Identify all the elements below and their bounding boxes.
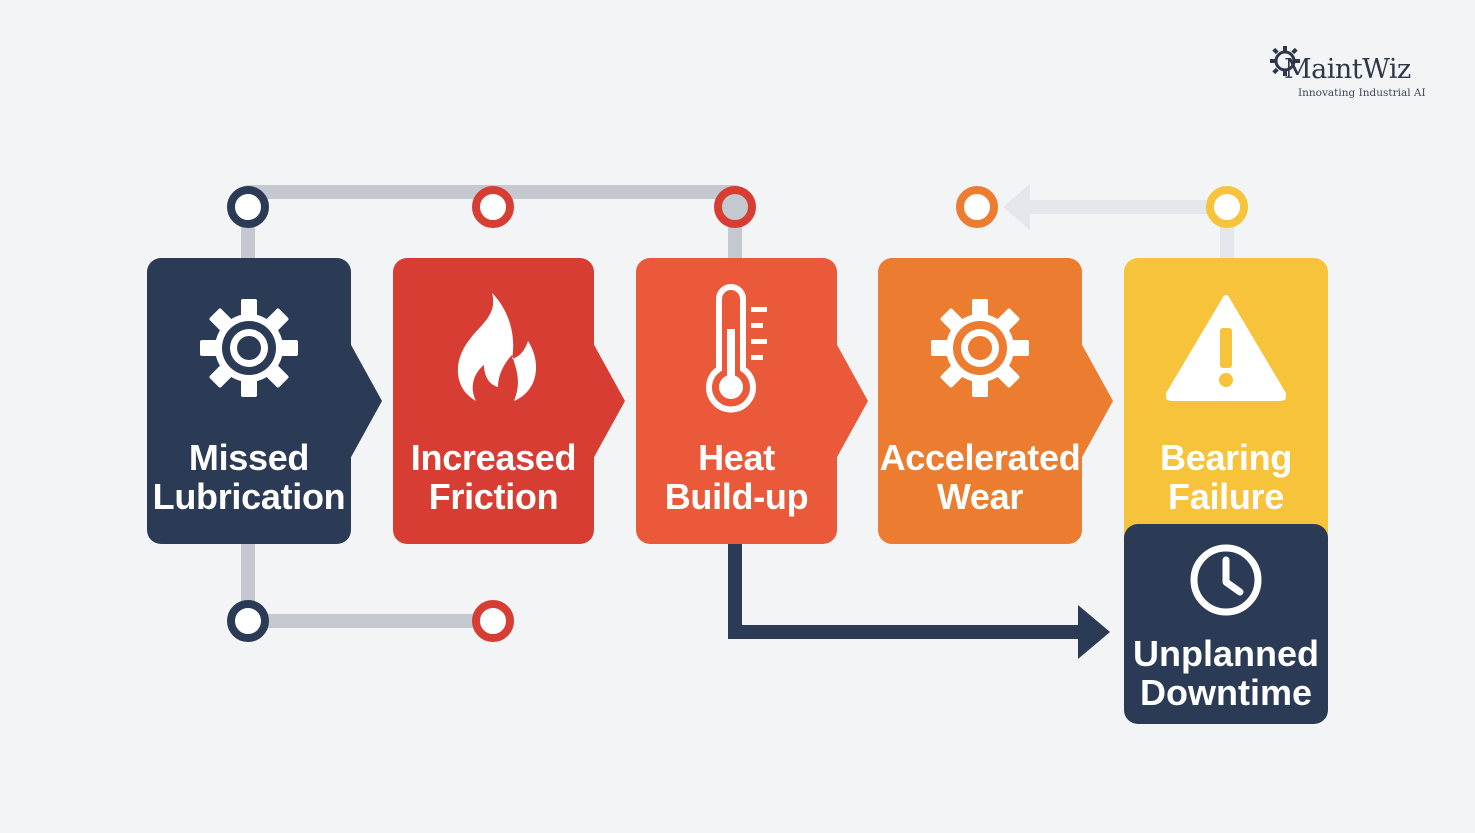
gear-icon (878, 258, 1082, 438)
brand-tagline: Innovating Industrial AI (1298, 87, 1426, 99)
increased-friction-card: Increased Friction (393, 258, 594, 544)
increased-friction-label: Increased Friction (410, 437, 577, 517)
downtime-arrowhead (1078, 605, 1110, 659)
flow-arrow (350, 343, 382, 459)
accelerated-wear-label: Accelerated Wear (879, 437, 1081, 517)
node-circle (1206, 186, 1248, 228)
gear-icon (147, 258, 351, 438)
brand-logo: MaintWiz Innovating Industrial AI (1268, 44, 1438, 104)
heat-build-up-card: Heat Build-up (636, 258, 837, 544)
flame-icon (393, 258, 594, 438)
bottom-connector-line (241, 544, 493, 628)
feedback-connector-line (1030, 200, 1234, 258)
bearing-failure-label: Bearing Failure (1160, 437, 1292, 517)
missed-lubrication-label: Missed Lubrication (152, 437, 346, 517)
flow-arrow (593, 343, 625, 459)
node-circle (227, 186, 269, 228)
heat-build-up-label: Heat Build-up (664, 437, 809, 517)
node-circle (472, 600, 514, 642)
warning-icon (1124, 258, 1328, 438)
flow-arrow (836, 343, 868, 459)
node-circle (714, 186, 756, 228)
clock-icon (1124, 542, 1328, 632)
gear-logo-icon (1270, 46, 1300, 76)
bearing-failure-card: Bearing Failure (1124, 258, 1328, 558)
thermometer-icon (636, 258, 837, 438)
downtime-label: Unplanned Downtime (1133, 633, 1319, 713)
node-circle (472, 186, 514, 228)
node-circle (956, 186, 998, 228)
missed-lubrication-card: Missed Lubrication (147, 258, 351, 544)
brand-name: MaintWiz (1284, 54, 1411, 85)
unplanned-downtime-card: Unplanned Downtime (1124, 524, 1328, 724)
flow-arrow (1081, 343, 1113, 459)
feedback-arrowhead (1003, 184, 1030, 230)
downtime-connector-line (728, 544, 1082, 639)
node-circle (227, 600, 269, 642)
accelerated-wear-card: Accelerated Wear (878, 258, 1082, 544)
